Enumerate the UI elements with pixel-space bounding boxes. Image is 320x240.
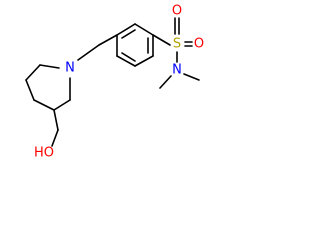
bond (116, 23, 136, 36)
bond (116, 55, 136, 67)
atom-label-n-piperidine: N (65, 61, 75, 76)
bond-ring-to-ch2oh (53, 109, 59, 131)
bond-ring-to-ch2 (98, 34, 118, 46)
bond-ch2-to-n (77, 44, 100, 61)
benzene-ring (116, 23, 154, 67)
bond-n-to-methyl-right (183, 73, 200, 81)
atom-label-n-amide: N (172, 63, 182, 78)
bond-ring-to-s (152, 34, 171, 46)
bond-n-to-methyl-left (159, 75, 172, 89)
double-bond-inner (121, 52, 136, 62)
bond (39, 64, 60, 69)
bond (134, 55, 154, 67)
atom-label-hydroxyl: HO (34, 146, 54, 161)
bond (134, 23, 154, 36)
bond (53, 99, 71, 111)
bond (33, 99, 55, 111)
bond-ch2-to-oh (51, 129, 59, 147)
bond (25, 64, 41, 81)
structure-diagram: N S O O N HO (25, 4, 204, 161)
piperidine-ring (25, 64, 71, 111)
bond (25, 79, 35, 101)
atom-label-s: S (173, 37, 181, 52)
atom-label-o-right: O (194, 37, 204, 52)
double-bond-inner (121, 29, 136, 39)
atom-label-o-top: O (172, 4, 182, 19)
